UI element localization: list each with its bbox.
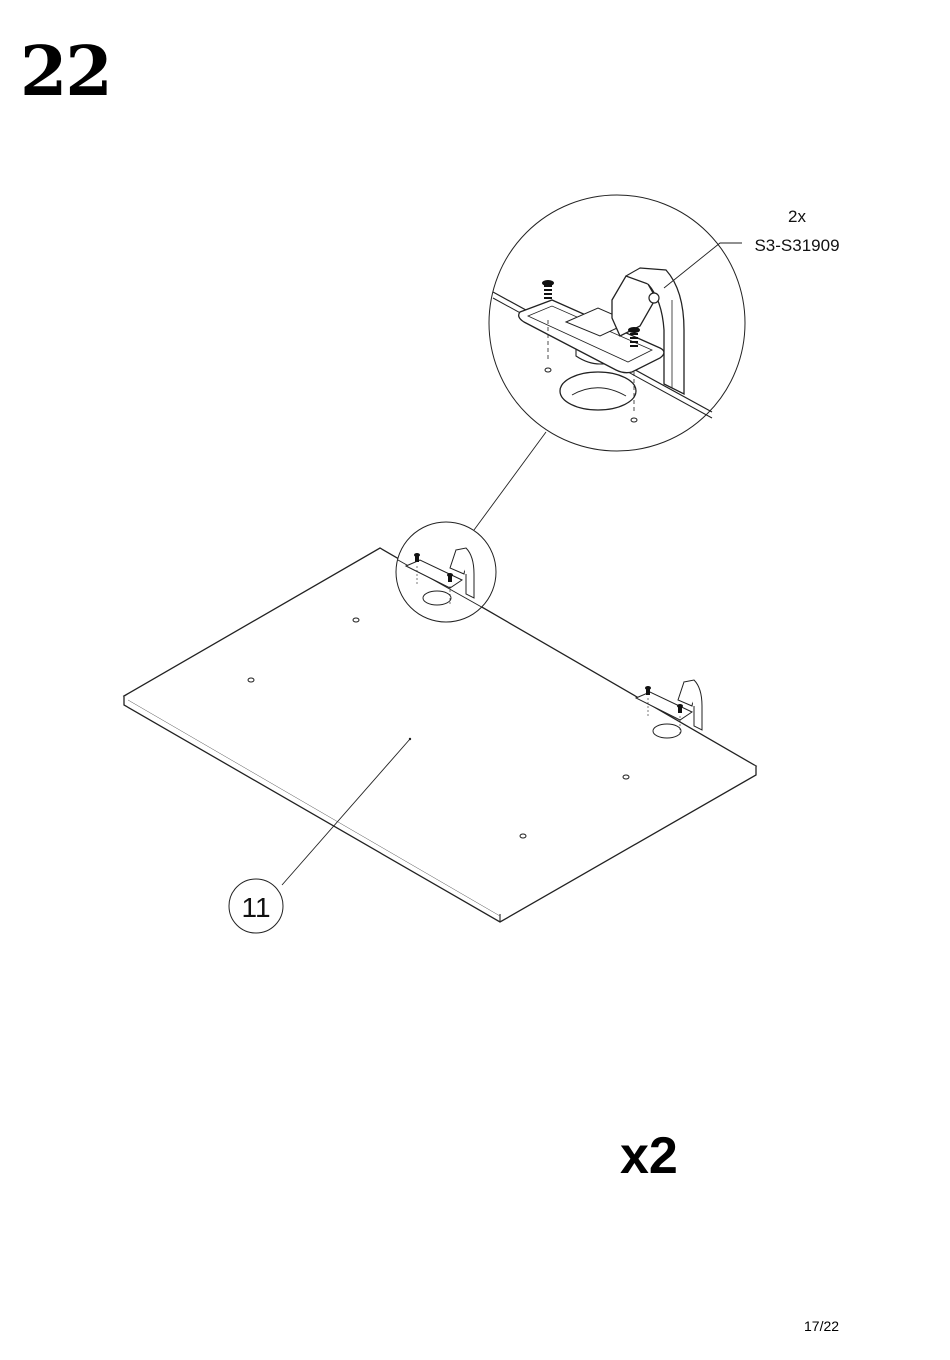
page-number: 17/22 xyxy=(804,1318,839,1334)
detail-magnifier xyxy=(489,195,745,451)
hinge-detail-circle xyxy=(396,522,496,622)
callout-part-code: S3-S31909 xyxy=(754,236,839,255)
quantity-multiplier: x2 xyxy=(620,1130,678,1182)
part-label: 11 xyxy=(241,892,270,923)
callout-quantity: 2x xyxy=(788,207,806,226)
